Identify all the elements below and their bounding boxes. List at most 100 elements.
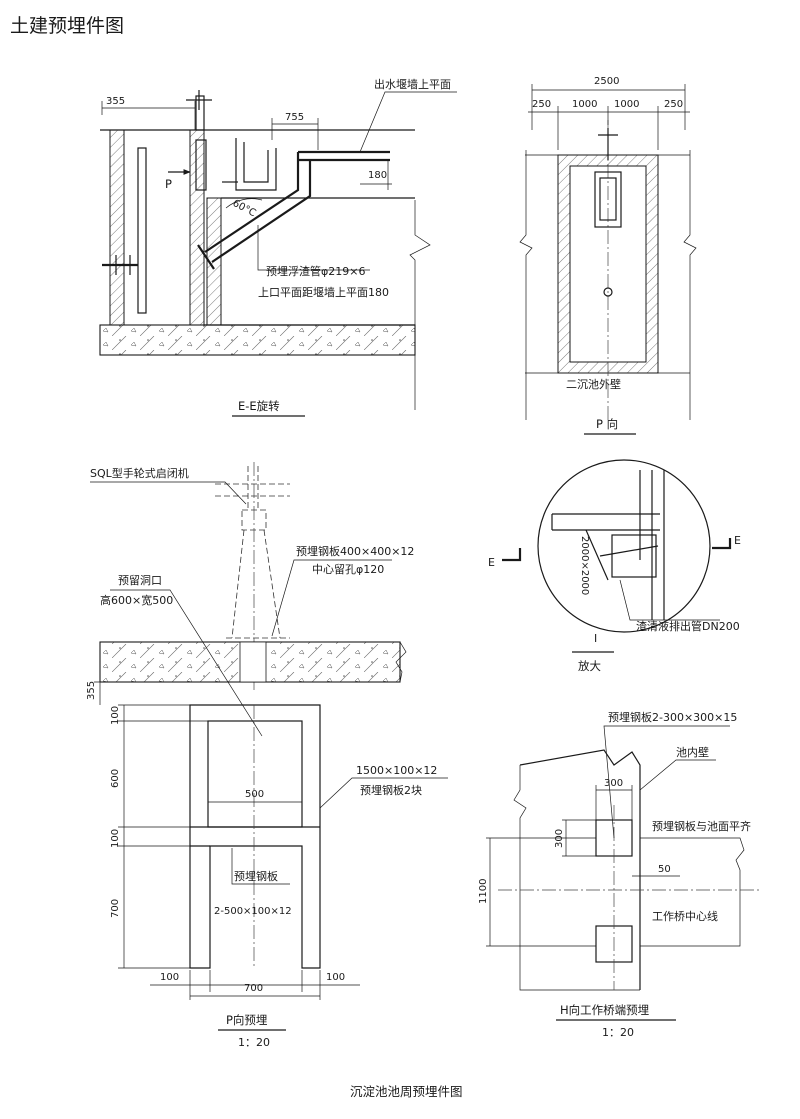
h-wall-leader <box>639 759 716 791</box>
ee-middle-wall <box>189 129 205 326</box>
detail-drain-pipe <box>599 545 659 557</box>
detail-marker-right: E <box>734 534 741 547</box>
ee-base-slab <box>99 324 416 356</box>
detail-numeral: I <box>594 632 597 645</box>
ee-scum-pipe-lower <box>211 160 312 263</box>
p-gate-leaf <box>599 177 617 221</box>
pe-bottom-plate-leader <box>231 848 290 885</box>
pe-frame-rails <box>190 826 320 847</box>
ee-label-weir-top: 出水堰墙上平面 <box>374 77 451 91</box>
h-label-flush: 预埋钢板与池面平齐 <box>652 819 751 833</box>
pe-plate-leader <box>271 559 392 637</box>
h-label-center: 工作桥中心线 <box>652 909 718 923</box>
pe-frame-outline <box>189 704 321 969</box>
detail-caption: 放大 <box>578 659 601 673</box>
detail-wall-lines <box>639 470 665 620</box>
h-dim-50-line <box>632 870 680 882</box>
ee-weir-leader <box>359 91 457 153</box>
p-break-lines <box>519 150 697 420</box>
p-dim-left: 250 <box>532 99 551 110</box>
detail-drain-leader <box>619 579 720 621</box>
pe-slab-break <box>395 641 407 683</box>
ee-left-wall <box>109 129 125 326</box>
pe-dim-100b: 100 <box>110 829 121 848</box>
ee-p-arrow-label: P <box>165 177 172 191</box>
p-gate-frame <box>594 171 622 228</box>
ee-break-line <box>409 200 431 410</box>
detail-circle <box>537 459 711 633</box>
detail-pipe <box>551 513 660 531</box>
h-bridge-outline <box>640 837 745 947</box>
p-handwheel <box>598 128 618 160</box>
detail-marker-right-line <box>712 538 732 550</box>
pe-dim-500: 500 <box>245 789 264 800</box>
view-ee-section: 60°C P 355 755 180 出水堰墙上平面 预埋浮渣管φ219×6 上… <box>99 77 457 417</box>
ee-label-pipe-top: 上口平面距堰墙上平面180 <box>258 285 389 299</box>
h-left-break <box>513 765 640 991</box>
h-dim-1100: 1100 <box>478 879 489 904</box>
p-dim-right: 250 <box>664 99 683 110</box>
h-dim-300h: 300 <box>604 778 623 789</box>
detail-frame <box>611 534 657 578</box>
h-label-plate: 预埋钢板2-300×300×15 <box>608 710 737 724</box>
view-detail-i: 2000×2000 渣清液排出管DN200 E E I 放大 <box>488 459 741 673</box>
ee-caption: E-E旋转 <box>238 399 280 413</box>
ee-scum-pipe-upper <box>204 152 300 253</box>
p-label-wall: 二沉池外壁 <box>566 377 621 391</box>
pe-label-plate-side: 预埋钢板2块 <box>360 783 422 797</box>
ee-label-pipe: 预埋浮渣管φ219×6 <box>266 264 365 278</box>
detail-label-drain: 渣清液排出管DN200 <box>636 619 740 633</box>
h-caption: H向工作桥端预埋 <box>560 1003 650 1017</box>
p-dim-mid-right: 1000 <box>614 99 639 110</box>
pe-label-plate-bottom-size: 2-500×100×12 <box>214 906 292 917</box>
pe-dim-355-line <box>94 681 110 705</box>
view-p-embed: 355 100 600 100 700 500 100 100 700 SQL型… <box>86 462 448 1049</box>
ee-hoist-post <box>195 95 205 131</box>
pe-hoist-leader <box>90 481 247 505</box>
pe-handwheel <box>215 466 290 508</box>
detail-dim-guide <box>585 529 609 581</box>
p-dim-total-line <box>531 84 686 130</box>
pe-scale: 1：20 <box>238 1036 270 1049</box>
p-edge-lines <box>525 154 690 374</box>
ee-angle-arc <box>225 198 263 209</box>
pe-dim-700h: 700 <box>244 983 263 994</box>
pe-opening <box>207 720 303 828</box>
h-dim-300h-line <box>595 785 633 820</box>
detail-dim-2000: 2000×2000 <box>579 536 590 595</box>
pe-dim-600: 600 <box>110 769 121 788</box>
pe-label-hole: 中心留孔φ120 <box>312 563 384 576</box>
view-h-bridge: 300 300 50 1100 预埋钢板2-300×300×15 池内壁 预埋钢… <box>478 710 760 1039</box>
ee-pipe-leader <box>257 225 370 271</box>
pe-side-plate-leader <box>319 777 448 809</box>
ee-dim-180: 180 <box>368 170 387 181</box>
p-pipe-hole <box>603 287 613 297</box>
pe-hoist-head <box>241 509 267 531</box>
pe-hoist-column <box>231 529 281 639</box>
pe-caption: P向预埋 <box>226 1013 268 1027</box>
h-dim-50: 50 <box>658 864 671 875</box>
pe-opening-leader <box>110 589 263 737</box>
ee-dim-180-line <box>360 160 392 190</box>
h-dim-1100-line <box>486 837 596 947</box>
pe-label-opening: 预留洞口 <box>118 574 162 587</box>
p-dim-split-line <box>528 106 690 150</box>
pe-dim-100r: 100 <box>326 972 345 983</box>
pe-dim-700v: 700 <box>110 899 121 918</box>
pe-dim-100a: 100 <box>110 706 121 725</box>
pe-label-plate-bottom: 预埋钢板 <box>234 869 278 883</box>
footer-title: 沉淀池池周预埋件图 <box>350 1084 463 1099</box>
detail-marker-left-line <box>502 548 522 562</box>
pe-dim-left-lines <box>118 704 208 969</box>
ee-handwheel <box>186 90 212 110</box>
p-dim-mid-left: 1000 <box>572 99 597 110</box>
h-wall-top-break <box>519 749 641 990</box>
p-dim-total: 2500 <box>594 76 619 87</box>
h-dim-300v: 300 <box>554 829 565 848</box>
pe-dim-355: 355 <box>86 681 97 700</box>
pe-label-plate-side-size: 1500×100×12 <box>356 764 437 777</box>
pe-label-plate-top: 预埋钢板400×400×12 <box>296 544 414 558</box>
pe-label-opening-size: 高600×宽500 <box>100 593 173 607</box>
detail-marker-left: E <box>488 556 495 569</box>
